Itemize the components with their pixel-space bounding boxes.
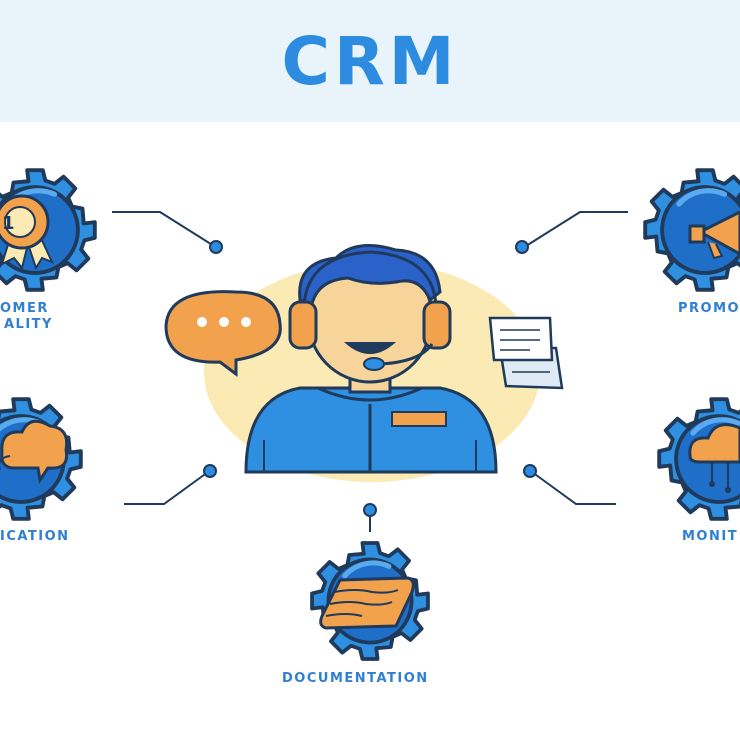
gear-customer-loyalty: 1 <box>0 170 95 290</box>
megaphone-icon <box>688 210 740 260</box>
label-customer-loyalty-line2: ALITY <box>4 317 53 332</box>
connector-loyalty <box>112 211 215 247</box>
label-monitoring: MONIT <box>682 529 739 544</box>
chat-bubble-icon <box>164 290 282 377</box>
gear-documentation <box>312 543 428 659</box>
header-banner <box>0 0 740 122</box>
label-customer-loyalty-line1: OMER <box>0 301 49 316</box>
gear-promotion <box>645 170 740 290</box>
connector-dot-documentation <box>363 503 377 517</box>
scroll-document-icon <box>319 576 415 630</box>
support-agent-illustration <box>204 244 540 482</box>
connector-monitoring <box>531 471 616 505</box>
label-documentation: DOCUMENTATION <box>282 671 429 686</box>
page-title: CRM <box>281 23 459 100</box>
gear-monitoring <box>659 399 740 519</box>
gear-communication <box>0 399 81 519</box>
connector-dot-loyalty <box>209 240 223 254</box>
connector-lines <box>112 211 628 532</box>
award-badge-icon: 1 <box>0 194 54 271</box>
documents-icon <box>488 316 564 390</box>
label-communication: ICATION <box>0 529 70 544</box>
label-promotion: PROMO <box>678 301 740 316</box>
connector-promotion <box>525 211 628 247</box>
connector-dot-communication <box>203 464 217 478</box>
cloud-network-icon <box>688 423 740 493</box>
connector-dot-monitoring <box>523 464 537 478</box>
cloud-chat-icon <box>0 419 69 484</box>
connector-dot-promotion <box>515 240 529 254</box>
badge-rank: 1 <box>2 213 15 234</box>
connector-communication <box>124 471 209 505</box>
